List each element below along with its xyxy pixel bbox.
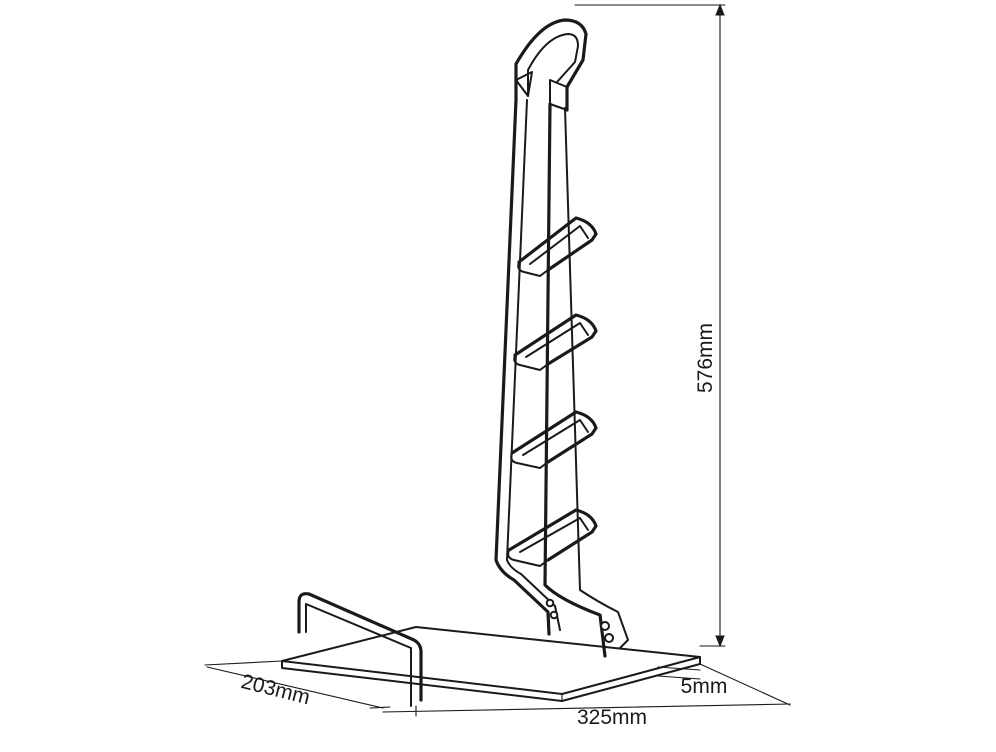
screw-icon: [545, 598, 555, 608]
accessory-hook-2: [513, 313, 598, 371]
left-upright-outer: [494, 98, 551, 636]
hook-inner: [522, 419, 589, 456]
hook-lip: [517, 261, 549, 277]
right-upright-inner: [564, 107, 629, 649]
accessory-hook-1: [517, 216, 598, 277]
width-dim-line: [382, 703, 791, 713]
screw-icon: [549, 610, 559, 620]
width-dimension-label: 325mm: [577, 706, 647, 729]
width-ext-right: [699, 663, 791, 706]
hook-arm: [507, 508, 598, 562]
accessory-hook-4: [507, 508, 598, 567]
hook-lip: [507, 549, 549, 567]
right-upright-outer: [543, 102, 607, 658]
accessory-hooks: [507, 216, 598, 567]
depth-ext-top: [204, 660, 283, 666]
uprights: [494, 18, 629, 658]
screw-icon: [600, 621, 610, 631]
top-cap-joint-left: [515, 71, 533, 97]
top-cap-outer: [514, 18, 588, 112]
height-arrow-bottom: [715, 635, 725, 648]
hook-arm: [517, 216, 598, 272]
front-wire-outer: [297, 592, 423, 702]
hook-inner: [519, 517, 589, 553]
accessory-hook-3: [510, 410, 598, 469]
depth-dim-line: [206, 666, 384, 709]
base-plate: [281, 626, 701, 702]
height-dimension-label: 576mm: [694, 323, 717, 393]
thickness-leader-2: [657, 675, 701, 680]
hook-arm: [513, 313, 598, 366]
hook-inner: [529, 225, 589, 265]
hook-inner: [525, 322, 589, 358]
top-cap-inner: [527, 33, 579, 97]
front-wire-inner: [305, 603, 412, 707]
hook-lip: [513, 354, 549, 371]
dimension-lines: [204, 3, 791, 717]
thickness-leader: [657, 666, 701, 671]
depth-dimension-label: 203mm: [239, 670, 313, 709]
screw-icon: [604, 633, 614, 643]
left-upright-inner: [506, 99, 561, 631]
hook-lip: [510, 452, 549, 469]
top-cap-joint-right: [549, 79, 568, 111]
base-plate-top: [281, 626, 701, 695]
thickness-dimension-label: 5mm: [681, 675, 728, 698]
front-wire-bar: [297, 592, 423, 707]
height-arrow-top: [715, 3, 725, 16]
hook-arm: [510, 410, 598, 464]
